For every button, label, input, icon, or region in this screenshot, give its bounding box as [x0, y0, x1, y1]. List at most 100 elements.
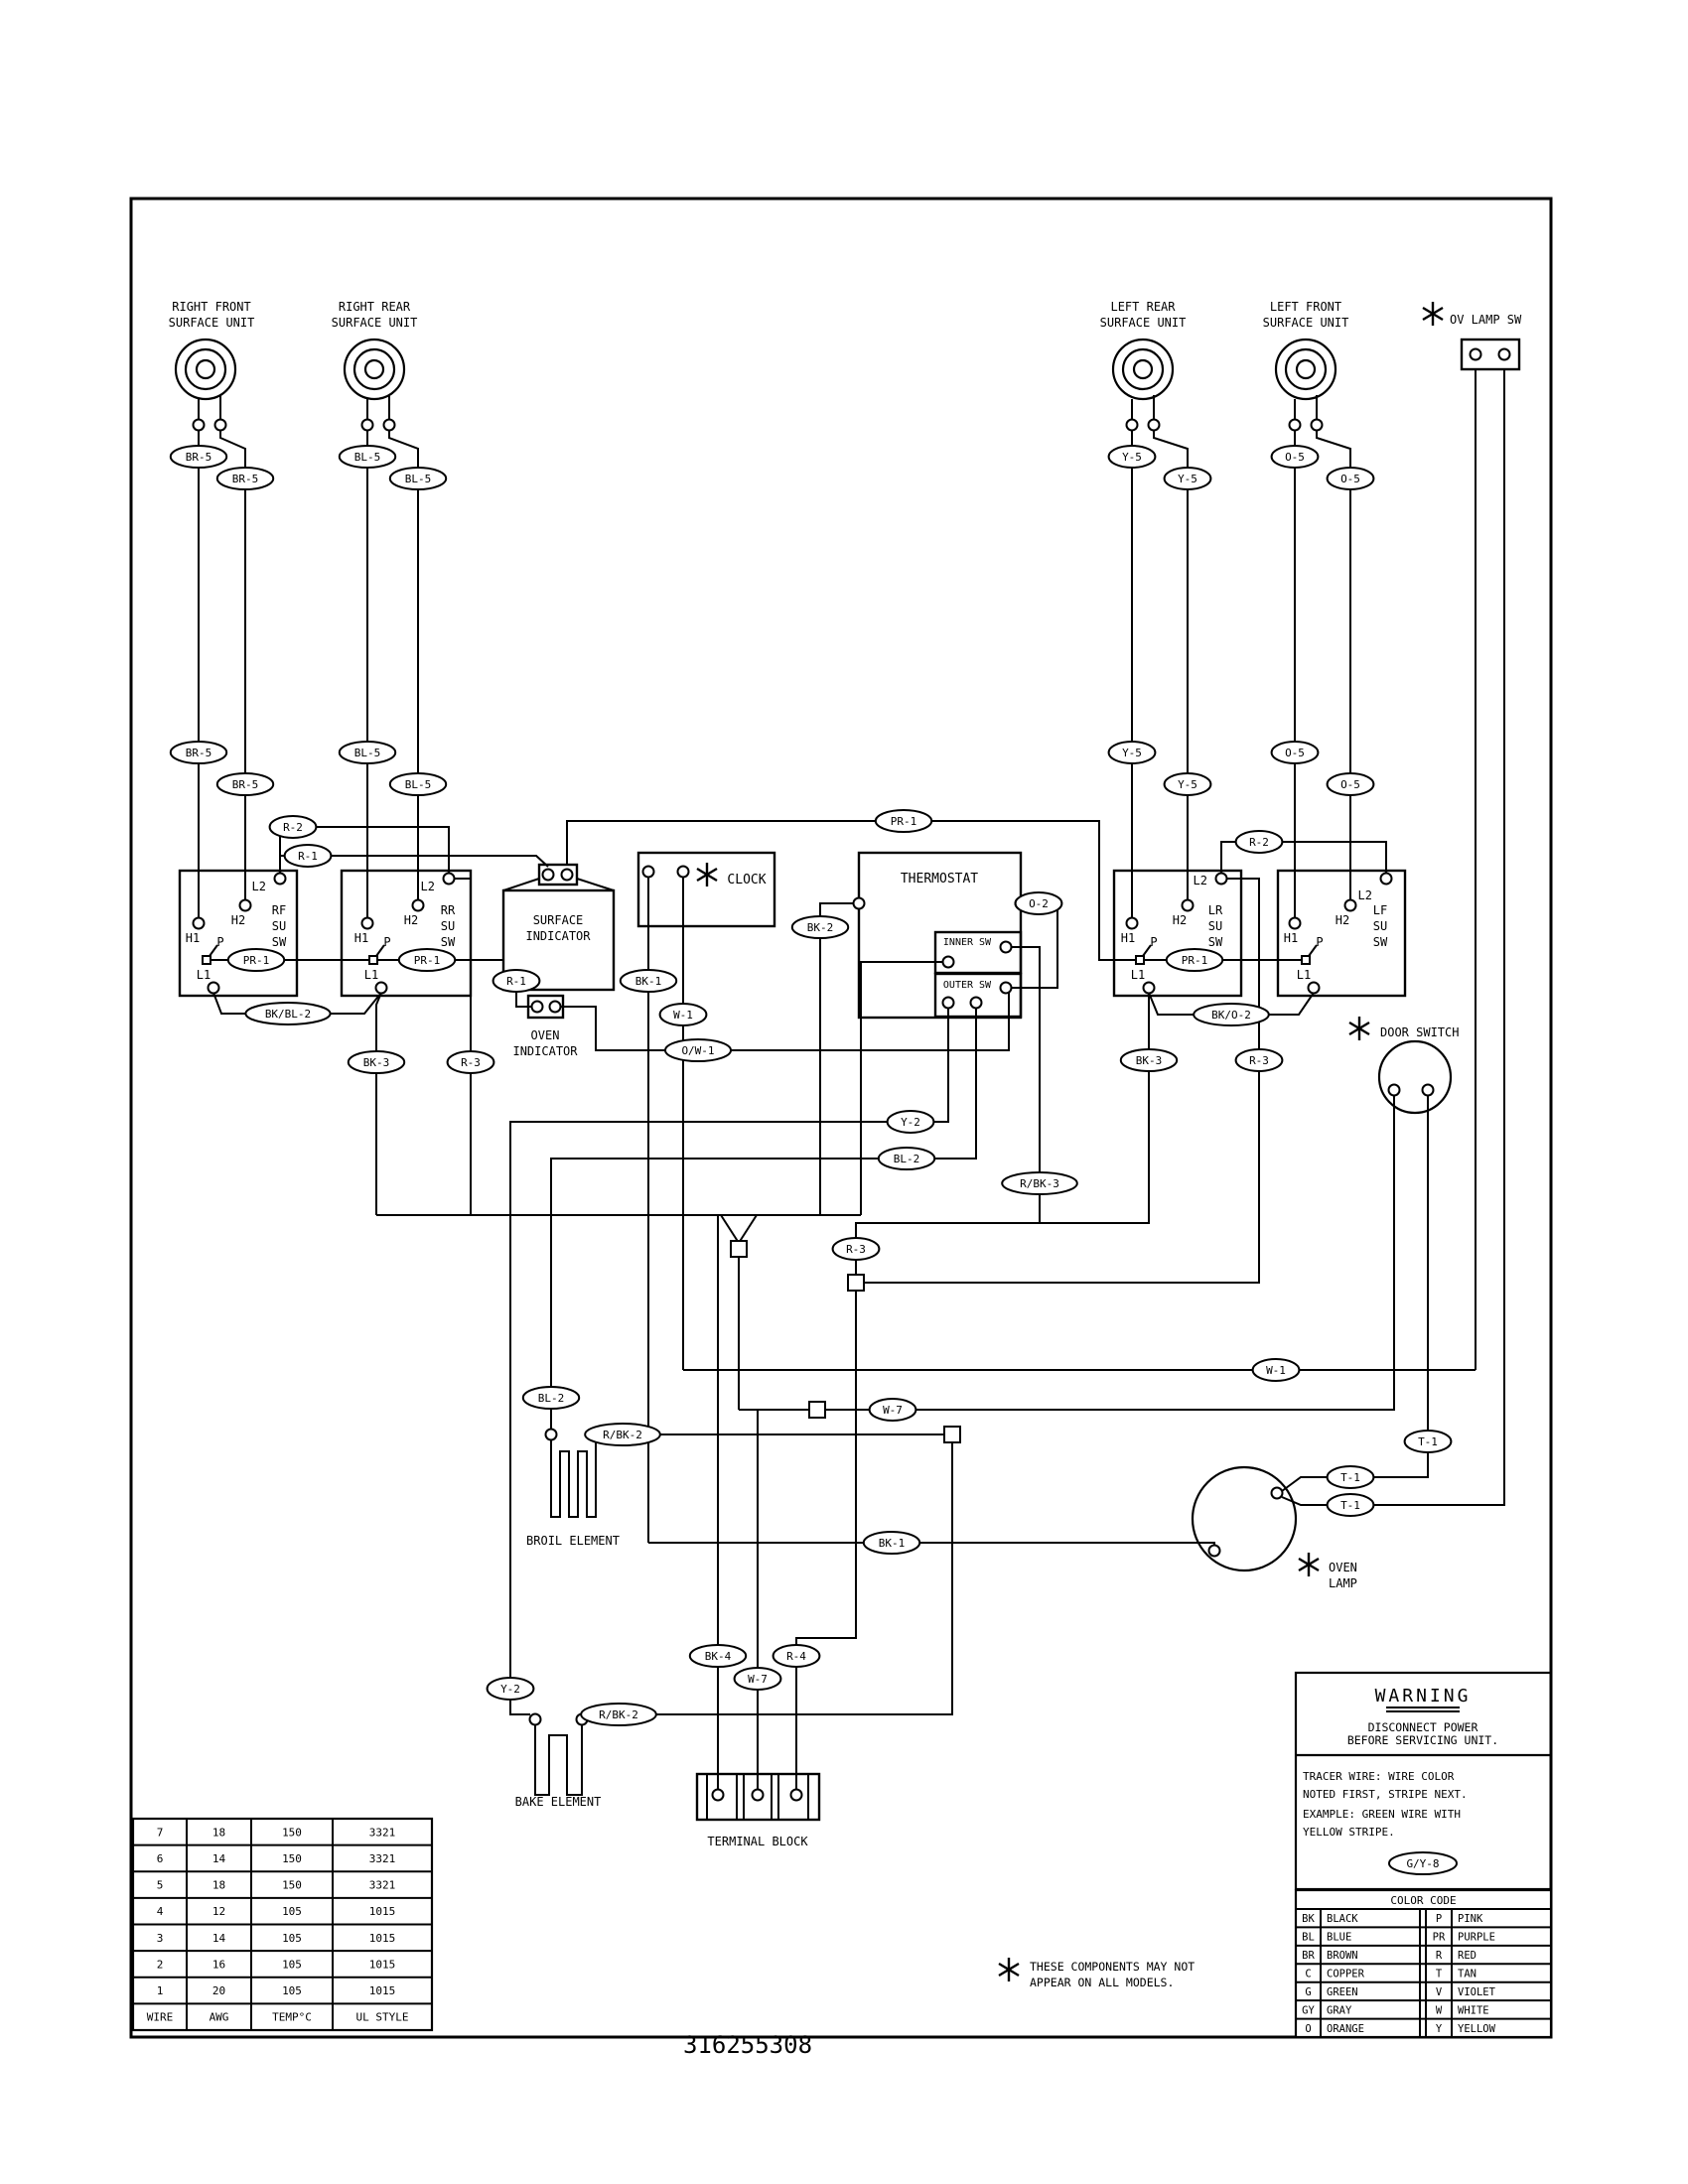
wire-tag-BK-3	[347, 1050, 406, 1074]
bl2-run	[550, 1008, 977, 1430]
terminal	[1181, 898, 1195, 912]
color-code-cell: GY	[1302, 2004, 1315, 2016]
color-code-cell: BROWN	[1327, 1950, 1358, 1962]
wire-tag-O-5	[1270, 741, 1320, 764]
p-flag-lr	[1142, 944, 1152, 957]
lr-stack3: SW	[1208, 935, 1223, 949]
wire-tag-label: O-5	[1340, 473, 1360, 485]
wire-table-cell: 105	[282, 1984, 302, 1997]
color-code-cell: T	[1436, 1969, 1443, 1980]
color-code-cell: V	[1436, 1986, 1443, 1998]
terminal	[1469, 347, 1482, 361]
generated-schematic: BR-5BR-5BL-5BL-5Y-5Y-5O-5O-5BR-5BR-5BL-5…	[129, 197, 1553, 2039]
terminal	[789, 1788, 803, 1802]
color-code-cell: BLUE	[1327, 1932, 1351, 1944]
color-code-cell: PR	[1433, 1932, 1446, 1944]
rr-stack1: RR	[441, 903, 456, 917]
lf-unit-title2: SURFACE UNIT	[1263, 316, 1349, 330]
terminal	[852, 896, 866, 910]
terminal	[530, 1000, 544, 1014]
w7-bus	[739, 1095, 1395, 1411]
warning-line2: BEFORE SERVICING UNIT.	[1347, 1733, 1498, 1747]
terminal	[541, 868, 555, 882]
color-code-cell: GREEN	[1327, 1986, 1358, 1998]
oven-lamp-label1: OVEN	[1329, 1561, 1357, 1574]
terminal	[1387, 1083, 1401, 1097]
lf-switch-box	[1276, 869, 1407, 998]
warning-line1: DISCONNECT POWER	[1368, 1720, 1478, 1734]
wire-tag-BR-5	[215, 467, 275, 490]
wire-tag-label: BR-5	[186, 747, 212, 759]
terminal	[207, 981, 220, 995]
wire-tag-label: R-3	[461, 1056, 481, 1069]
wire-tag-Y-2	[886, 1110, 935, 1134]
footnote-line1: THESE COMPONENTS MAY NOT	[1030, 1960, 1195, 1974]
warning-title: WARNING	[1375, 1686, 1472, 1706]
terminal	[676, 865, 690, 879]
broil-element-label: BROIL ELEMENT	[526, 1534, 620, 1548]
lf-h2-wire	[1316, 430, 1351, 900]
door-switch-label: DOOR SWITCH	[1380, 1025, 1459, 1039]
terminal	[548, 1000, 562, 1014]
lf-unit-title: LEFT FRONT	[1270, 300, 1341, 314]
junction-funnel	[730, 1240, 748, 1258]
wire-tag-label: BL-5	[405, 473, 432, 485]
wire-tag-R-1	[492, 969, 541, 993]
wire-tag-BL-2	[521, 1386, 581, 1410]
color-code-cell: TAN	[1458, 1969, 1477, 1980]
terminal	[969, 996, 983, 1010]
surface-indicator-label2: INDICATOR	[525, 929, 591, 943]
wire-tag-BK-4	[688, 1644, 748, 1668]
terminal	[1307, 981, 1321, 995]
wire-tag-label: BK/BL-2	[265, 1008, 311, 1021]
terminal	[273, 872, 287, 886]
color-code-cell: YELLOW	[1458, 2023, 1496, 2035]
lf-stack1: LF	[1373, 903, 1387, 917]
left-rear-surface-unit-coil-ring0	[1111, 338, 1175, 401]
color-code-cell: W	[1436, 2004, 1443, 2016]
terminal	[641, 865, 655, 879]
wire-tag-label: W-1	[1266, 1364, 1286, 1377]
clock-label: CLOCK	[727, 873, 766, 887]
lr-stack1: LR	[1208, 903, 1223, 917]
terminal	[192, 916, 206, 930]
wire-tag-label: BL-2	[894, 1153, 920, 1165]
wire-tag-label: R-3	[846, 1243, 866, 1256]
wire-table-cell: 105	[282, 1932, 302, 1945]
warning-tracer3: EXAMPLE: GREEN WIRE WITH	[1303, 1808, 1461, 1821]
page-border	[129, 197, 1553, 2039]
lf-stack3: SW	[1373, 935, 1388, 949]
lf-l2: L2	[1358, 888, 1372, 902]
terminal	[751, 1788, 765, 1802]
terminal-block-box	[695, 1772, 821, 1822]
clock-asterisk	[696, 867, 718, 883]
right-rear-surface-unit-coil-ring2	[363, 358, 385, 380]
wire-tag-label: BL-2	[538, 1392, 565, 1405]
wire-tag-G/Y-8	[1388, 1851, 1458, 1875]
wire-tag-label: T-1	[1340, 1471, 1360, 1484]
wire-table-cell: 1015	[369, 1932, 396, 1945]
wire-tag-label: BK-1	[635, 975, 662, 988]
wire-tag-R-1	[283, 844, 333, 868]
wire-tag-label: BL-5	[354, 747, 381, 759]
color-code-cell: O	[1305, 2023, 1311, 2035]
wire-table-cell: TEMP°C	[272, 2011, 312, 2024]
terminal	[238, 898, 252, 912]
color-code-cell: G	[1305, 1986, 1311, 1998]
lr-stack2: SU	[1208, 919, 1222, 933]
wire-table-cell: 18	[212, 1826, 225, 1839]
wire-tag-label: Y-5	[1122, 747, 1142, 759]
right-rear-surface-unit-coil-ring1	[352, 347, 396, 391]
color-code-cell: GRAY	[1327, 2004, 1352, 2016]
lf-stack2: SU	[1373, 919, 1387, 933]
p-flag-lf	[1308, 944, 1318, 957]
wire-tag-label: PR-1	[243, 954, 270, 967]
terminal	[382, 418, 396, 432]
terminal	[1125, 916, 1139, 930]
terminal	[192, 418, 206, 432]
lr-l1: L1	[1131, 968, 1145, 982]
terminal	[711, 1788, 725, 1802]
rr-switch-box	[340, 869, 473, 998]
terminal	[528, 1712, 542, 1726]
left-front-surface-unit-coil-ring0	[1274, 338, 1337, 401]
